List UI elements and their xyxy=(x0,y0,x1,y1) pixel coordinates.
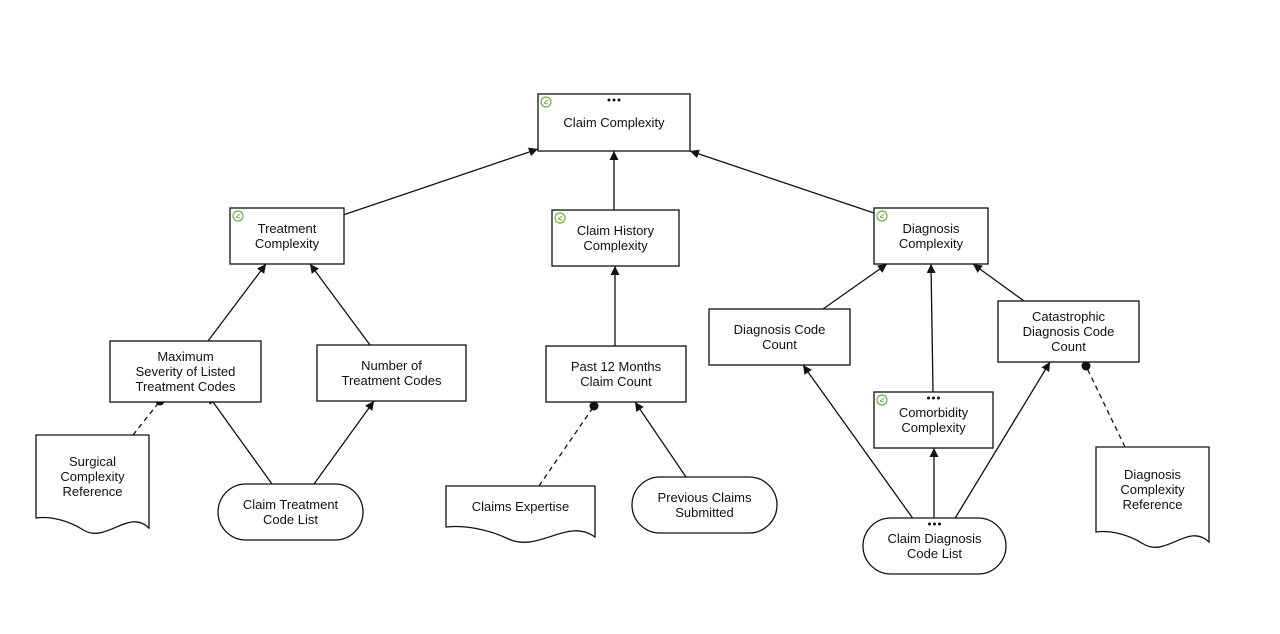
edges-layer xyxy=(132,147,1126,521)
information-requirement-number_treatment_codes-to-treatment_complexity[interactable] xyxy=(309,263,371,346)
node-label-line: Claims Expertise xyxy=(472,499,570,514)
node-label-line: Claim Diagnosis xyxy=(888,531,982,546)
node-label-line: Complexity xyxy=(899,236,964,251)
node-label-line: Severity of Listed xyxy=(136,364,236,379)
node-label-line: Previous Claims xyxy=(658,490,752,505)
node-label-line: Count xyxy=(1051,339,1086,354)
decision-icon xyxy=(232,210,244,222)
information-requirement-diagnosis_complexity-to-claim_complexity[interactable] xyxy=(689,149,875,214)
node-label-line: Count xyxy=(762,337,797,352)
node-label-line: Diagnosis Code xyxy=(1023,324,1115,339)
more-icon xyxy=(937,396,940,400)
decision-box xyxy=(997,300,1140,363)
node-label-line: Code List xyxy=(907,546,962,561)
decision-box xyxy=(537,93,691,152)
decision-node-claim-complexity[interactable]: Claim Complexity xyxy=(537,93,691,152)
node-label-line: Number of xyxy=(361,358,422,373)
more-icon xyxy=(617,98,621,102)
node-label-line: Claim History xyxy=(577,223,655,238)
decision-box xyxy=(873,391,994,449)
information-requirement-comorbidity-to-diagnosis_complexity[interactable] xyxy=(926,263,936,393)
node-label-line: Treatment Codes xyxy=(342,373,442,388)
decision-icon xyxy=(876,394,888,406)
node-label-line: Diagnosis xyxy=(902,221,960,236)
node-label-line: Complexity xyxy=(255,236,320,251)
node-label-line: Complexity xyxy=(1120,482,1185,497)
decision-icon xyxy=(540,96,552,108)
information-requirement-max_severity-to-treatment_complexity[interactable] xyxy=(207,263,267,342)
node-label-line: Complexity xyxy=(583,238,648,253)
decision-box xyxy=(545,345,687,403)
knowledge-connector-dot xyxy=(1081,361,1091,371)
information-requirement-previous_claims-to-past_12_months[interactable] xyxy=(634,401,687,478)
input-data-shape xyxy=(631,476,778,534)
decision-box xyxy=(109,340,262,403)
knowledge-requirement-diagnosis_ref-to-catastrophic[interactable] xyxy=(1085,365,1126,448)
knowledge-source-shape xyxy=(445,485,596,543)
node-label-line: Reference xyxy=(63,484,123,499)
information-requirement-claim_treatment_code_list-to-max_severity[interactable] xyxy=(207,394,273,485)
decision-box xyxy=(551,209,680,267)
node-label-line: Diagnosis xyxy=(1124,467,1182,482)
knowledge-connector-dot xyxy=(589,401,599,411)
node-label-line: Submitted xyxy=(675,505,734,520)
decision-icon xyxy=(876,210,888,222)
node-label-line: Past 12 Months xyxy=(571,359,662,374)
node-label-line: Claim Complexity xyxy=(563,115,665,130)
more-icon xyxy=(938,522,941,526)
node-label-line: Diagnosis Code xyxy=(734,322,826,337)
input-data-shape xyxy=(862,517,1007,575)
knowledge-source-shape xyxy=(1095,446,1210,548)
nodes-layer: Claim ComplexityTreatmentComplexityClaim… xyxy=(35,93,1210,575)
node-label-line: Treatment xyxy=(258,221,317,236)
node-label-line: Maximum xyxy=(157,349,213,364)
information-requirement-claim_diagnosis_code_list-to-catastrophic[interactable] xyxy=(953,361,1051,521)
decision-icon xyxy=(554,212,566,224)
node-label-line: Claim Count xyxy=(580,374,652,389)
information-requirement-claim_diagnosis_code_list-to-diagnosis_code_count[interactable] xyxy=(802,364,915,521)
information-requirement-treatment_complexity-to-claim_complexity[interactable] xyxy=(342,147,539,216)
information-requirement-catastrophic-to-diagnosis_complexity[interactable] xyxy=(972,263,1025,302)
knowledge-source-shape xyxy=(35,434,150,534)
node-label-line: Comorbidity xyxy=(899,405,969,420)
information-requirement-diagnosis_code_count-to-diagnosis_complexity[interactable] xyxy=(822,263,888,310)
decision-box xyxy=(873,207,989,265)
input-data-shape xyxy=(217,483,364,541)
information-requirement-claim_treatment_code_list-to-number_treatment_codes[interactable] xyxy=(313,400,375,485)
node-label-line: Reference xyxy=(1123,497,1183,512)
node-label-line: Complexity xyxy=(60,469,125,484)
node-label-line: Code List xyxy=(263,512,318,527)
node-label-line: Treatment Codes xyxy=(136,379,236,394)
decision-box xyxy=(229,207,345,265)
knowledge-requirement-surgical_ref-to-max_severity[interactable] xyxy=(132,400,161,436)
node-label-line: Surgical xyxy=(69,454,116,469)
node-label-line: Catastrophic xyxy=(1032,309,1105,324)
decision-box xyxy=(708,308,851,366)
node-label-line: Claim Treatment xyxy=(243,497,339,512)
knowledge-node-claims-expertise[interactable]: Claims Expertise xyxy=(445,485,596,543)
decision-box xyxy=(316,344,467,402)
knowledge-requirement-claims_expertise-to-past_12_months[interactable] xyxy=(538,405,595,487)
node-label-line: Complexity xyxy=(901,420,966,435)
